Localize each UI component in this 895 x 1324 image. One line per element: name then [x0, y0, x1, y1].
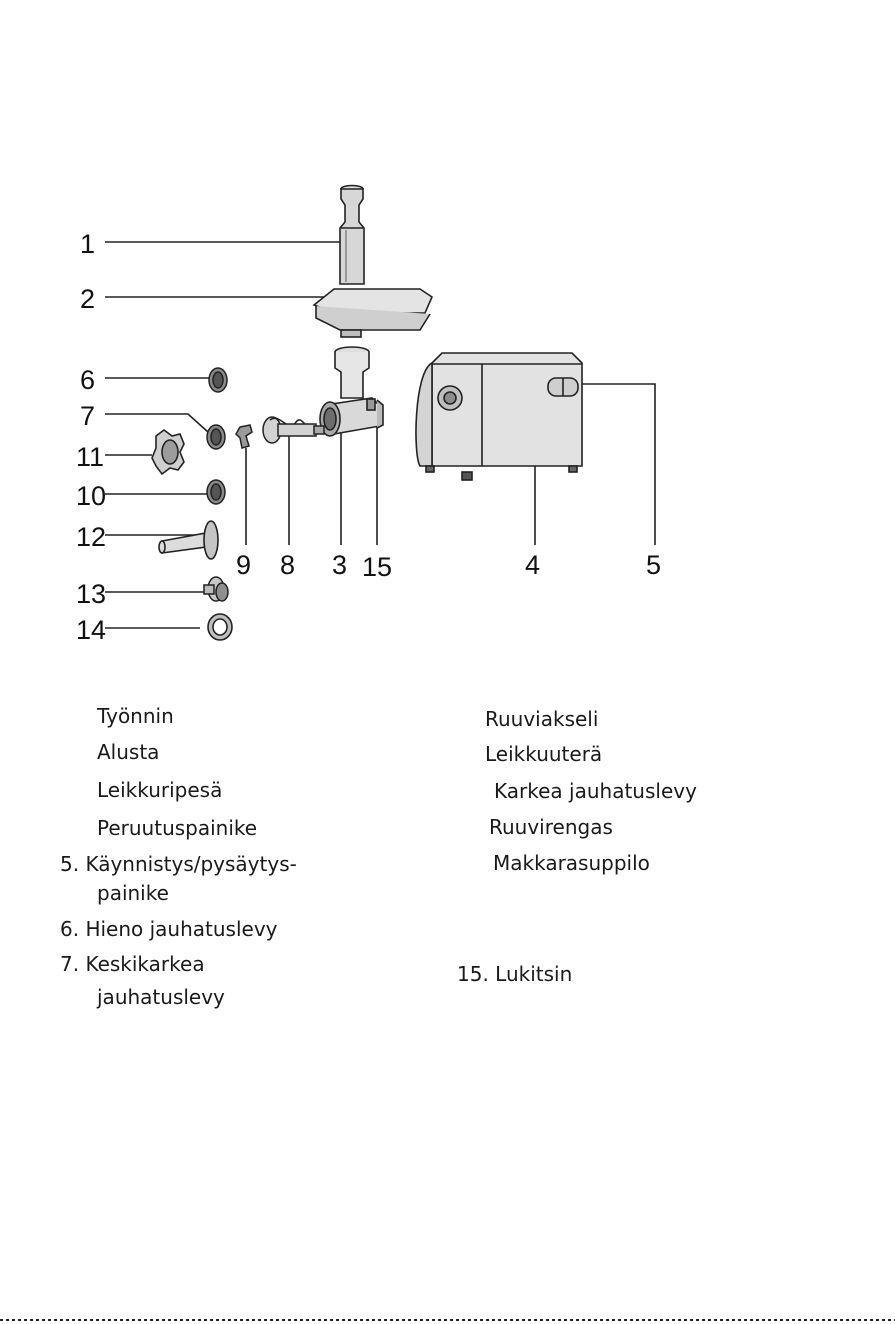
part-item-15: 15. Lukitsin	[457, 962, 572, 986]
part-number-15: 15.	[457, 962, 489, 986]
callout-2: 2	[80, 284, 95, 314]
sausage-funnel-part	[159, 521, 218, 559]
part-number-6: 6.	[60, 917, 79, 941]
cutting-blade-part	[236, 425, 252, 448]
part-number-7: 7.	[60, 952, 79, 976]
part-label-12: Makkarasuppilo	[493, 851, 650, 875]
part-label-5-line2: painike	[97, 881, 169, 905]
callout-15: 15	[362, 552, 392, 582]
callout-12: 12	[76, 522, 106, 552]
callout-1: 1	[80, 229, 95, 259]
part-item-7: 7. Keskikarkea	[60, 952, 205, 976]
callout-6: 6	[80, 365, 95, 395]
part-label-10: Karkea jauhatuslevy	[494, 779, 697, 803]
callout-7: 7	[80, 401, 95, 431]
part-label-4: Peruutuspainike	[97, 816, 257, 840]
part-label-9: Leikkuuterä	[485, 742, 602, 766]
part-item-5: 5. Käynnistys/pysäytys-	[60, 852, 297, 876]
callout-9: 9	[236, 550, 251, 580]
part-label-8: Ruuviakseli	[485, 707, 598, 731]
callout-13: 13	[76, 579, 106, 609]
medium-plate-part	[207, 425, 225, 449]
tray-part	[314, 289, 432, 337]
part-item-6: 6. Hieno jauhatuslevy	[60, 917, 278, 941]
part-label-5-line1: Käynnistys/pysäytys-	[85, 852, 296, 876]
coarse-plate-part	[207, 480, 225, 504]
callout-5: 5	[646, 550, 661, 580]
callout-14: 14	[76, 615, 106, 645]
part-label-7-line2: jauhatuslevy	[97, 985, 225, 1009]
screw-ring-part	[152, 430, 184, 474]
separator-part	[204, 577, 228, 601]
callout-10: 10	[76, 481, 106, 511]
callout-4: 4	[525, 550, 540, 580]
leader-5	[575, 384, 655, 545]
callout-3: 3	[332, 550, 347, 580]
part-label-2: Alusta	[97, 740, 159, 764]
screw-shaft-part	[263, 417, 324, 443]
page-bottom-rule	[0, 1319, 895, 1321]
part-label-15: Lukitsin	[495, 962, 572, 986]
meat-grinder-exploded-diagram: 1 2 6 7 11 10 12 13 14 9 8 3 15 4 5	[0, 0, 895, 680]
part-label-3: Leikkuripesä	[97, 778, 222, 802]
callout-11: 11	[76, 442, 104, 472]
part-label-11: Ruuvirengas	[489, 815, 613, 839]
grinder-head-part	[320, 347, 383, 436]
part-label-1: Työnnin	[97, 704, 174, 728]
fine-plate-part	[209, 368, 227, 392]
part-label-6: Hieno jauhatuslevy	[85, 917, 277, 941]
part-number-5: 5.	[60, 852, 79, 876]
leader-7	[105, 414, 208, 432]
pusher-part	[340, 186, 364, 285]
motor-housing-part	[416, 353, 582, 480]
ring-part	[208, 614, 232, 640]
callout-8: 8	[280, 550, 295, 580]
part-label-7-line1: Keskikarkea	[85, 952, 204, 976]
